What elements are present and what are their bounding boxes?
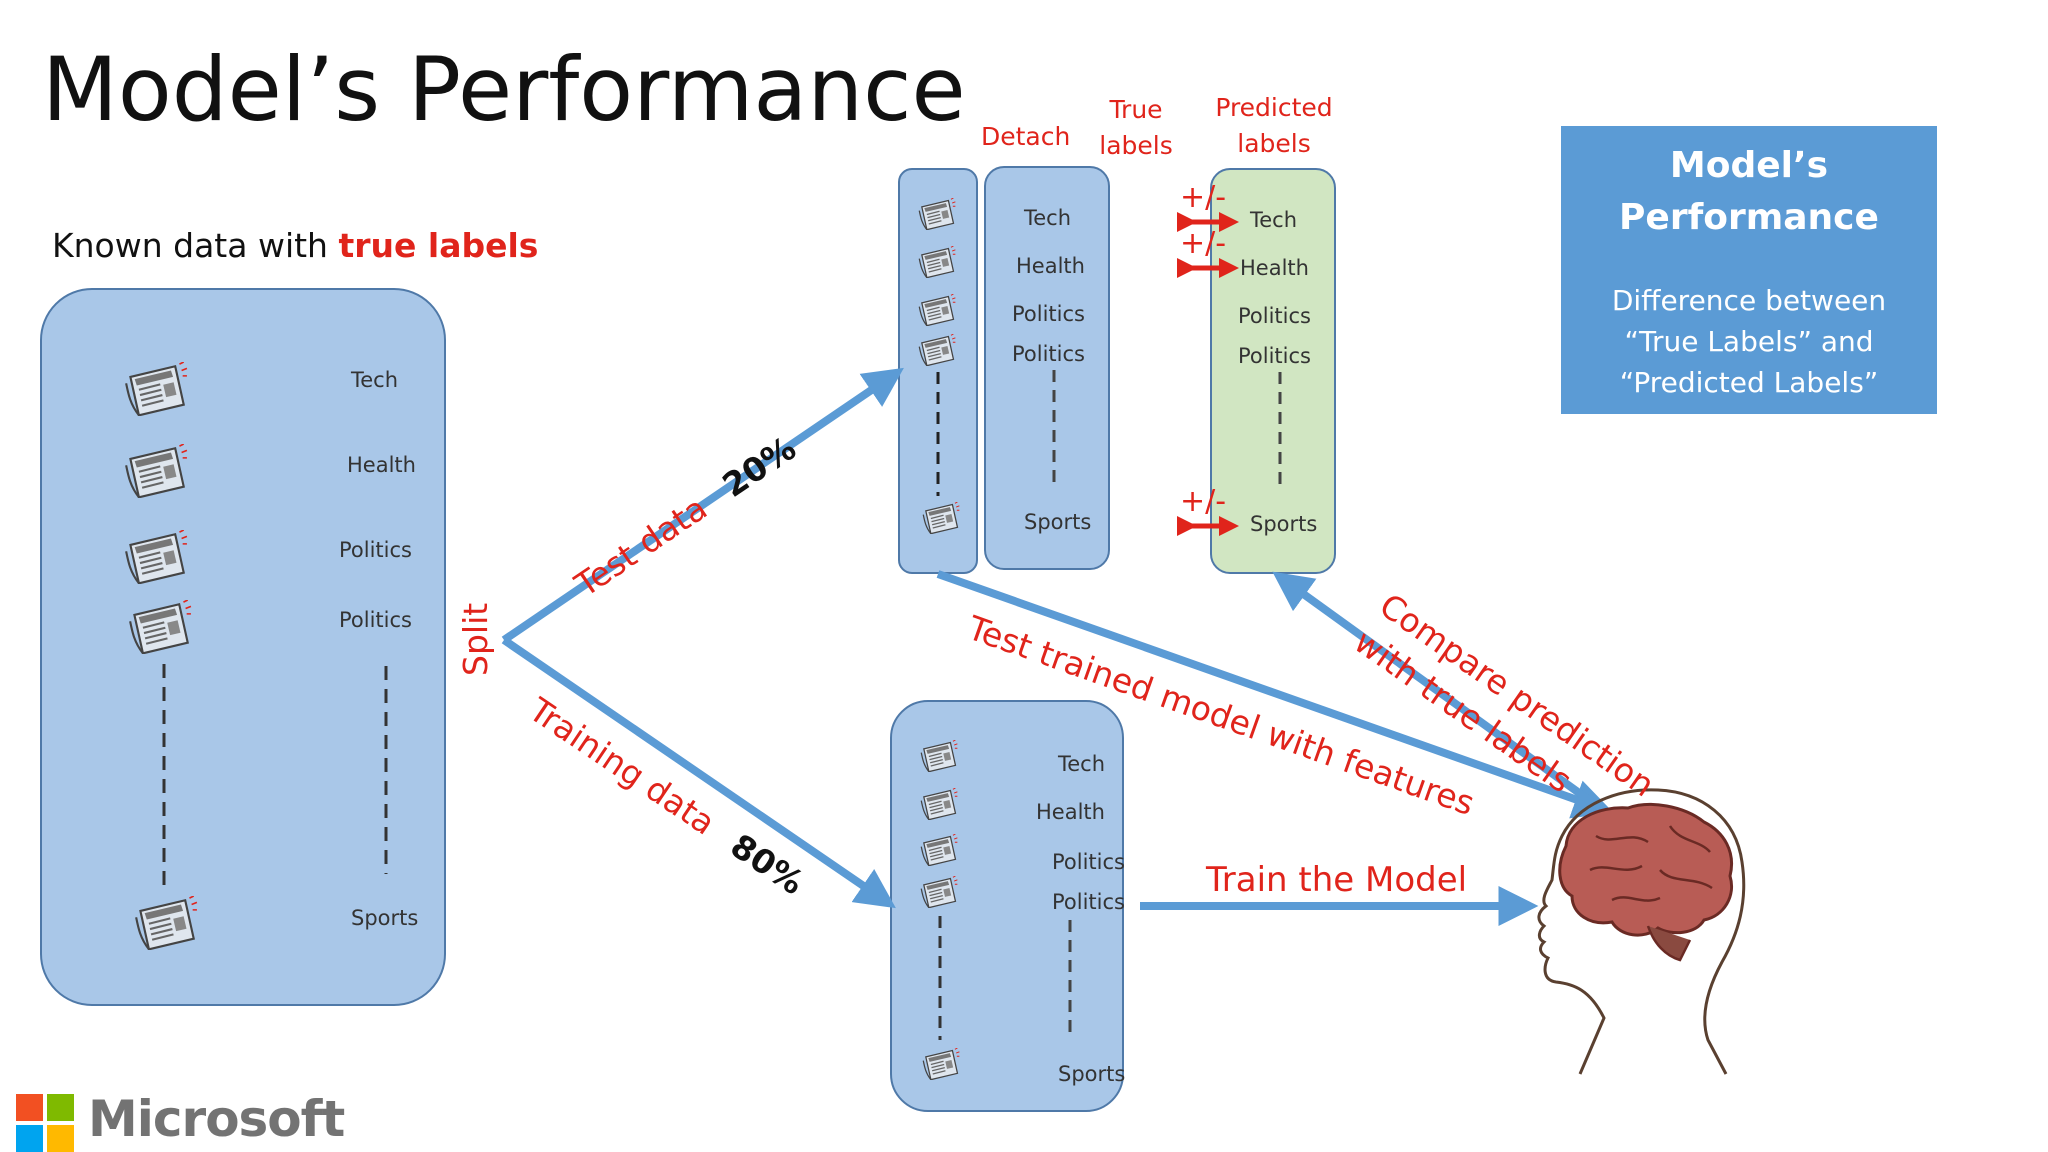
known-data-heading: Known data with true labels [52,226,538,265]
true-label-politics-1: Politics [1012,302,1085,326]
true-labels-header: True labels [1099,95,1173,160]
known-label-politics-1: Politics [339,538,412,562]
page-title: Model’s Performance [42,38,966,141]
true-labels-highlight: true labels [338,226,539,265]
newspaper-icon [920,788,958,821]
true-label-politics-2: Politics [1012,342,1085,366]
newspaper-icon [135,896,198,951]
brain-folds [1589,825,1713,902]
brain-stem [1646,925,1692,962]
newspaper-icon [920,834,958,867]
predicted-label-sports: Sports [1250,512,1318,536]
train-label-health: Health [1036,800,1105,824]
newspaper-icon [125,444,188,499]
microsoft-wordmark: Microsoft [88,1090,345,1148]
head-outline-icon [1537,788,1746,1075]
newspaper-icon [129,600,192,655]
split-to-train-arrow [501,636,896,909]
logo-square-red [16,1094,43,1121]
known-data-panel [40,288,446,1006]
known-data-prefix: Known data with [52,226,339,265]
newspaper-icon [922,502,960,535]
train-label-politics-2: Politics [1052,890,1125,914]
test-model-arrow [936,570,1614,819]
predicted-label-politics-1: Politics [1238,304,1311,328]
summary-description: Difference between “True Labels” and “Pr… [1611,284,1887,399]
logo-square-yellow [47,1125,74,1152]
newspaper-icon [918,246,956,279]
microsoft-logo-icon [16,1094,74,1152]
predicted-label-politics-2: Politics [1238,344,1311,368]
predicted-labels-header: Predicted labels [1215,93,1333,158]
summary-box: Model’s Performance Difference between “… [1561,126,1937,414]
true-label-sports: Sports [1024,510,1092,534]
newspaper-icon [918,198,956,231]
predicted-labels-panel [1210,168,1336,574]
logo-square-blue [16,1125,43,1152]
newspaper-icon [125,362,188,417]
diff-mark-tech: +/- [1180,180,1227,215]
newspaper-icon [918,334,956,367]
true-label-tech: Tech [1024,206,1072,230]
brain-icon [1558,802,1733,937]
predicted-label-tech: Tech [1250,208,1298,232]
summary-title: Model’s Performance [1619,145,1879,238]
known-label-tech: Tech [351,368,399,392]
split-to-test-arrow [501,367,904,644]
newspaper-icon [918,294,956,327]
newspaper-icon [920,876,958,909]
detach-label: Detach [981,122,1071,151]
test-true-labels-panel [984,166,1110,570]
newspaper-icon [922,1048,960,1081]
train-model-label: Train the Model [1206,860,1468,900]
known-label-health: Health [347,453,416,477]
known-label-politics-2: Politics [339,608,412,632]
train-label-politics-1: Politics [1052,850,1125,874]
known-label-sports: Sports [351,906,419,930]
true-label-health: Health [1016,254,1085,278]
predicted-label-health: Health [1240,256,1309,280]
newspaper-icon [920,740,958,773]
split-label: Split [456,602,495,676]
newspaper-icon [125,530,188,585]
train-label-sports: Sports [1058,1062,1126,1086]
train-label-tech: Tech [1058,752,1106,776]
diff-mark-sports: +/- [1180,484,1227,519]
compare-arrow [1272,571,1603,812]
logo-square-green [47,1094,74,1121]
